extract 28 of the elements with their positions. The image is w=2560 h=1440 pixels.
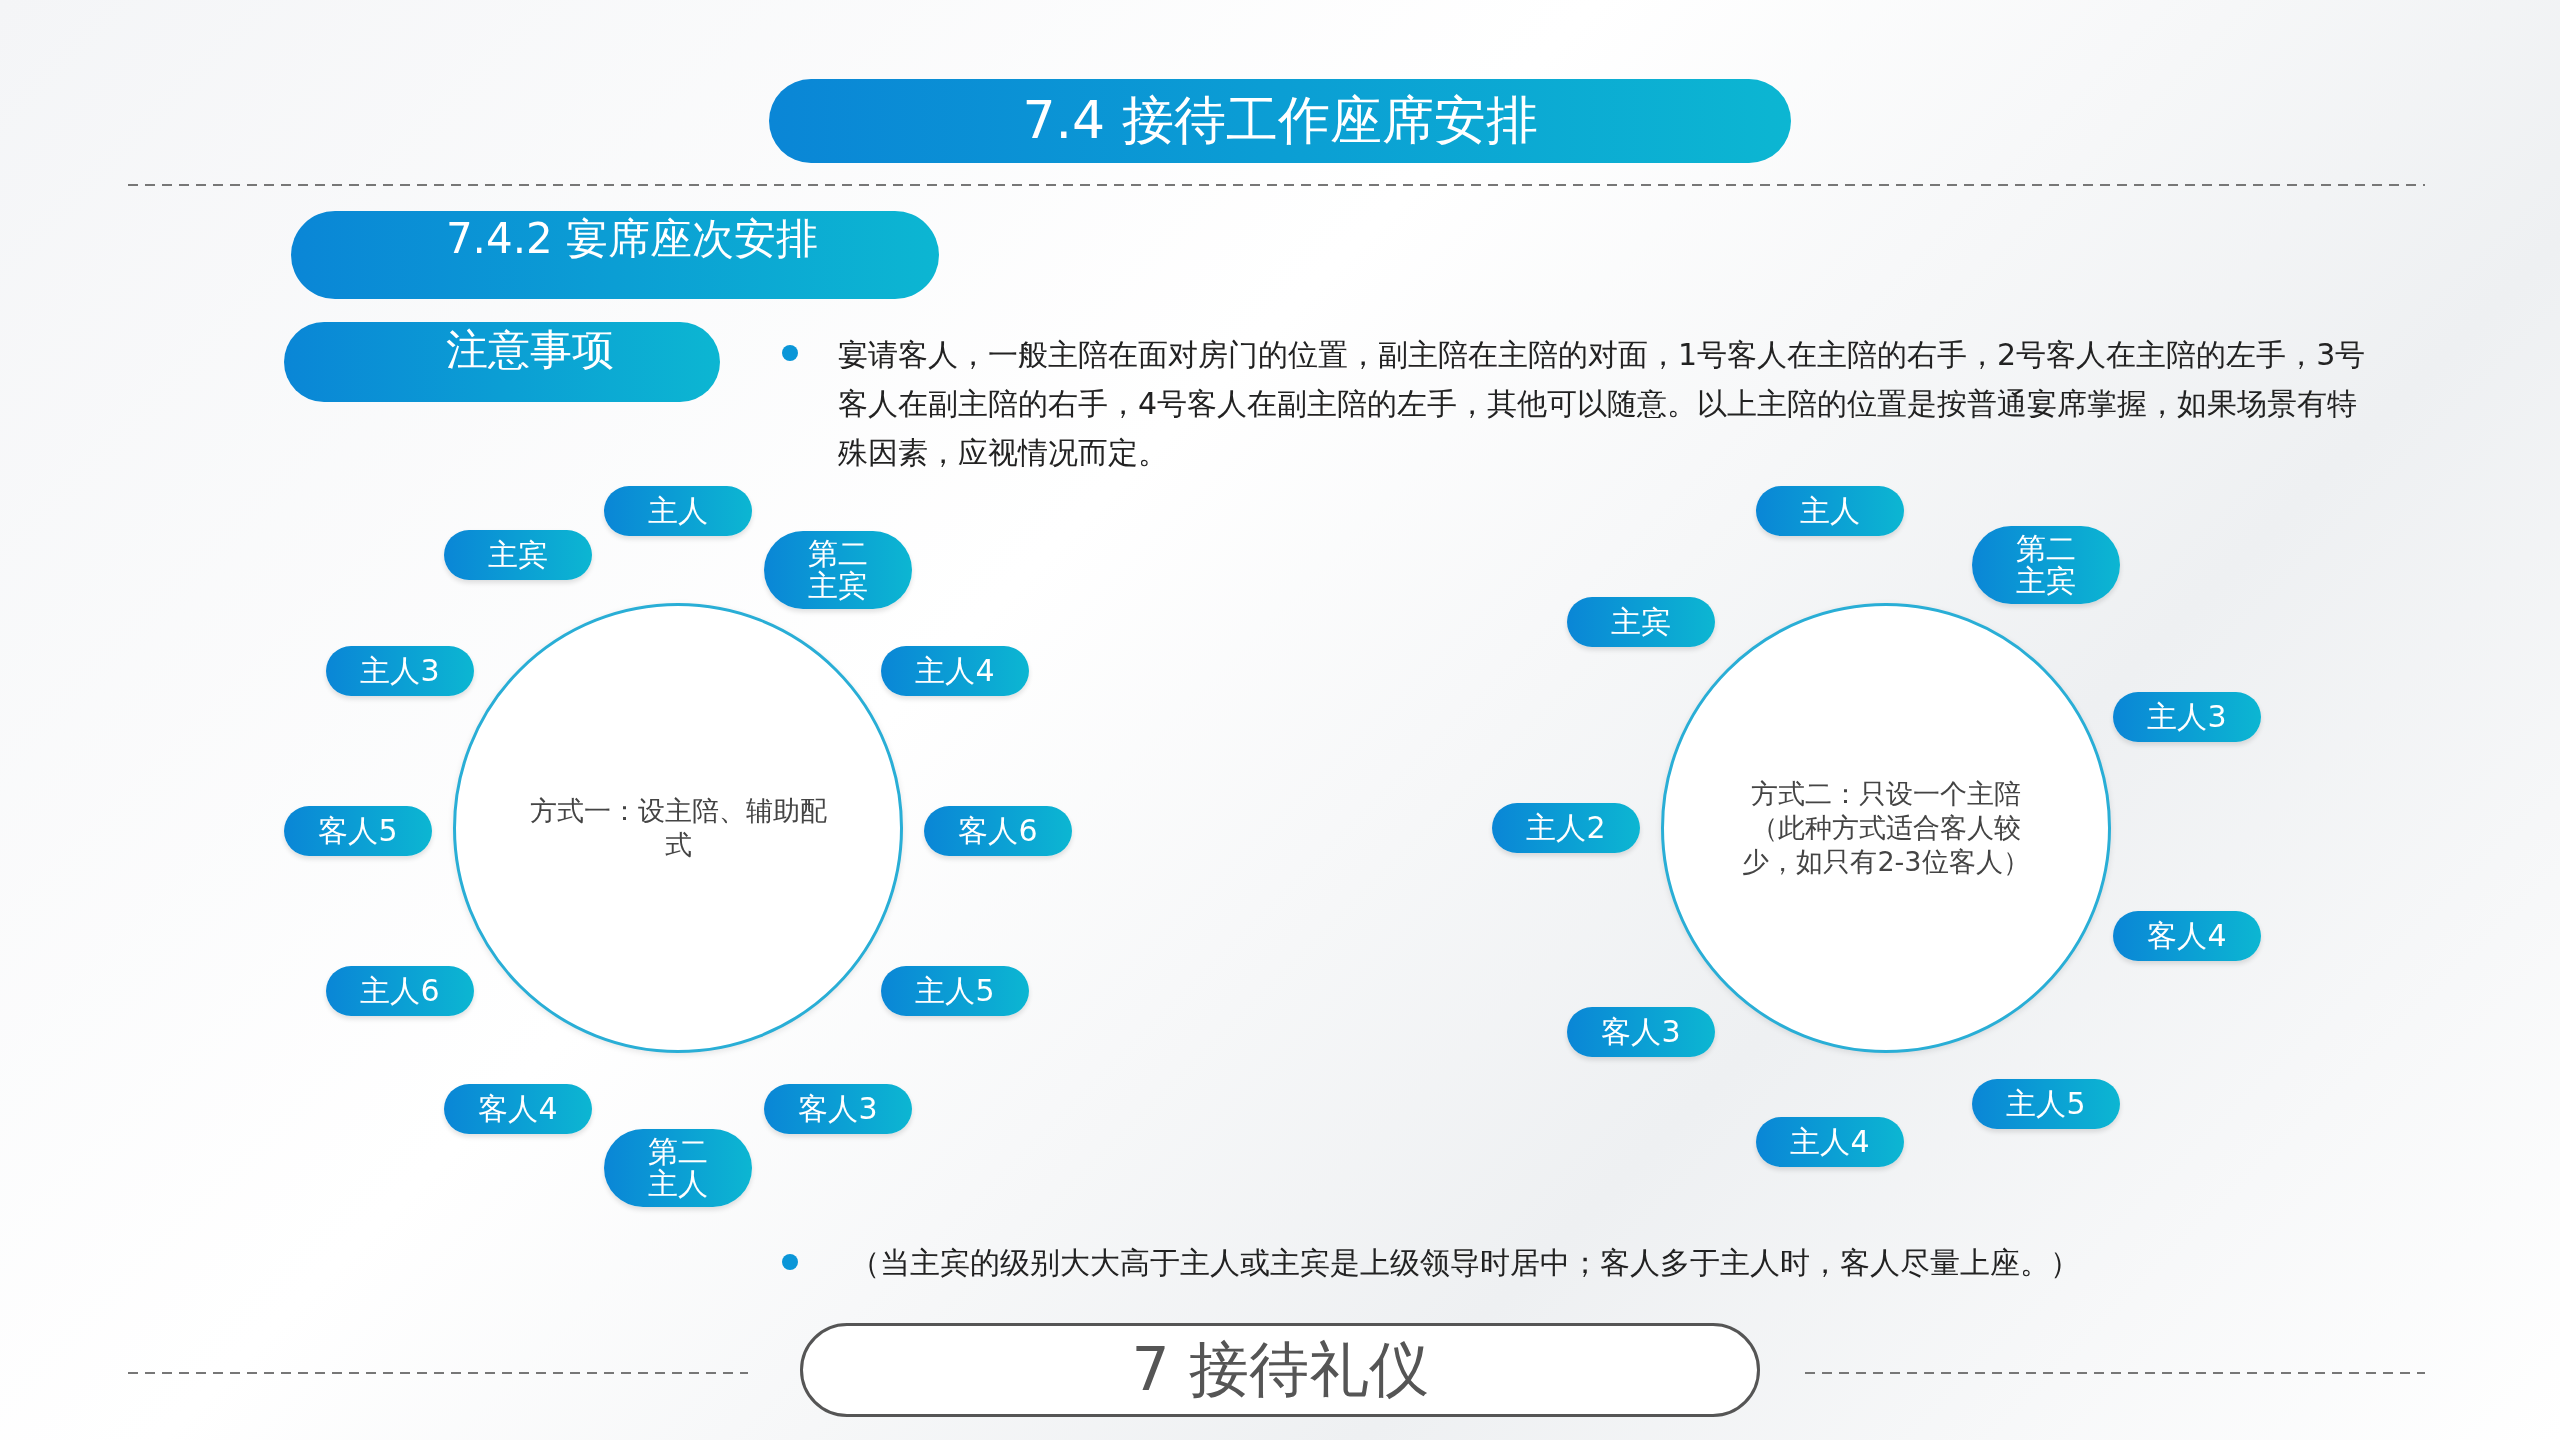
- seat-pill: 客人4: [2113, 911, 2261, 961]
- seat-pill: 客人6: [924, 806, 1072, 856]
- seat-pill: 主人5: [1972, 1079, 2120, 1129]
- seat-pill: 客人3: [1567, 1007, 1715, 1057]
- seat-pill: 主人3: [326, 646, 474, 696]
- seat-pill: 主人3: [2113, 692, 2261, 742]
- seat-pill: 客人4: [444, 1084, 592, 1134]
- footer-banner: 7 接待礼仪: [800, 1323, 1760, 1417]
- seat-pill: 主宾: [444, 530, 592, 580]
- seat-pill: 第二主宾: [1972, 526, 2120, 604]
- seat-pill: 主人2: [1492, 803, 1640, 853]
- seat-pill: 客人5: [284, 806, 432, 856]
- seat-pill: 第二主宾: [764, 531, 912, 609]
- round-table: 方式一：设主陪、辅助配式: [453, 603, 903, 1053]
- seat-pill: 主人: [604, 486, 752, 536]
- note-text: （当主宾的级别大大高于主人或主宾是上级领导时居中；客人多于主人时，客人尽量上座。）: [850, 1244, 2081, 1282]
- section-banner: 7.4.2 宴席座次安排: [291, 211, 939, 299]
- note-text: 宴请客人，一般主陪在面对房门的位置，副主陪在主陪的对面，1号客人在主陪的右手，2号客人在主陪的左手，3号客人在副主陪的右手，4号客人在副主陪的左手，其他可以随意。以上主陪的位置是按普通宴席掌握，如果场景有特殊因素，应视情况而定。: [838, 336, 2367, 472]
- seat-pill: 第二主人: [604, 1129, 752, 1207]
- seat-pill: 主人5: [881, 966, 1029, 1016]
- section-banner: 注意事项: [284, 322, 720, 402]
- seat-pill: 主人4: [881, 646, 1029, 696]
- seat-pill: 主宾: [1567, 597, 1715, 647]
- seat-pill: 主人6: [326, 966, 474, 1016]
- seat-pill: 主人4: [1756, 1117, 1904, 1167]
- seat-pill: 主人: [1756, 486, 1904, 536]
- seat-pill: 客人3: [764, 1084, 912, 1134]
- title-banner: 7.4 接待工作座席安排: [769, 79, 1791, 163]
